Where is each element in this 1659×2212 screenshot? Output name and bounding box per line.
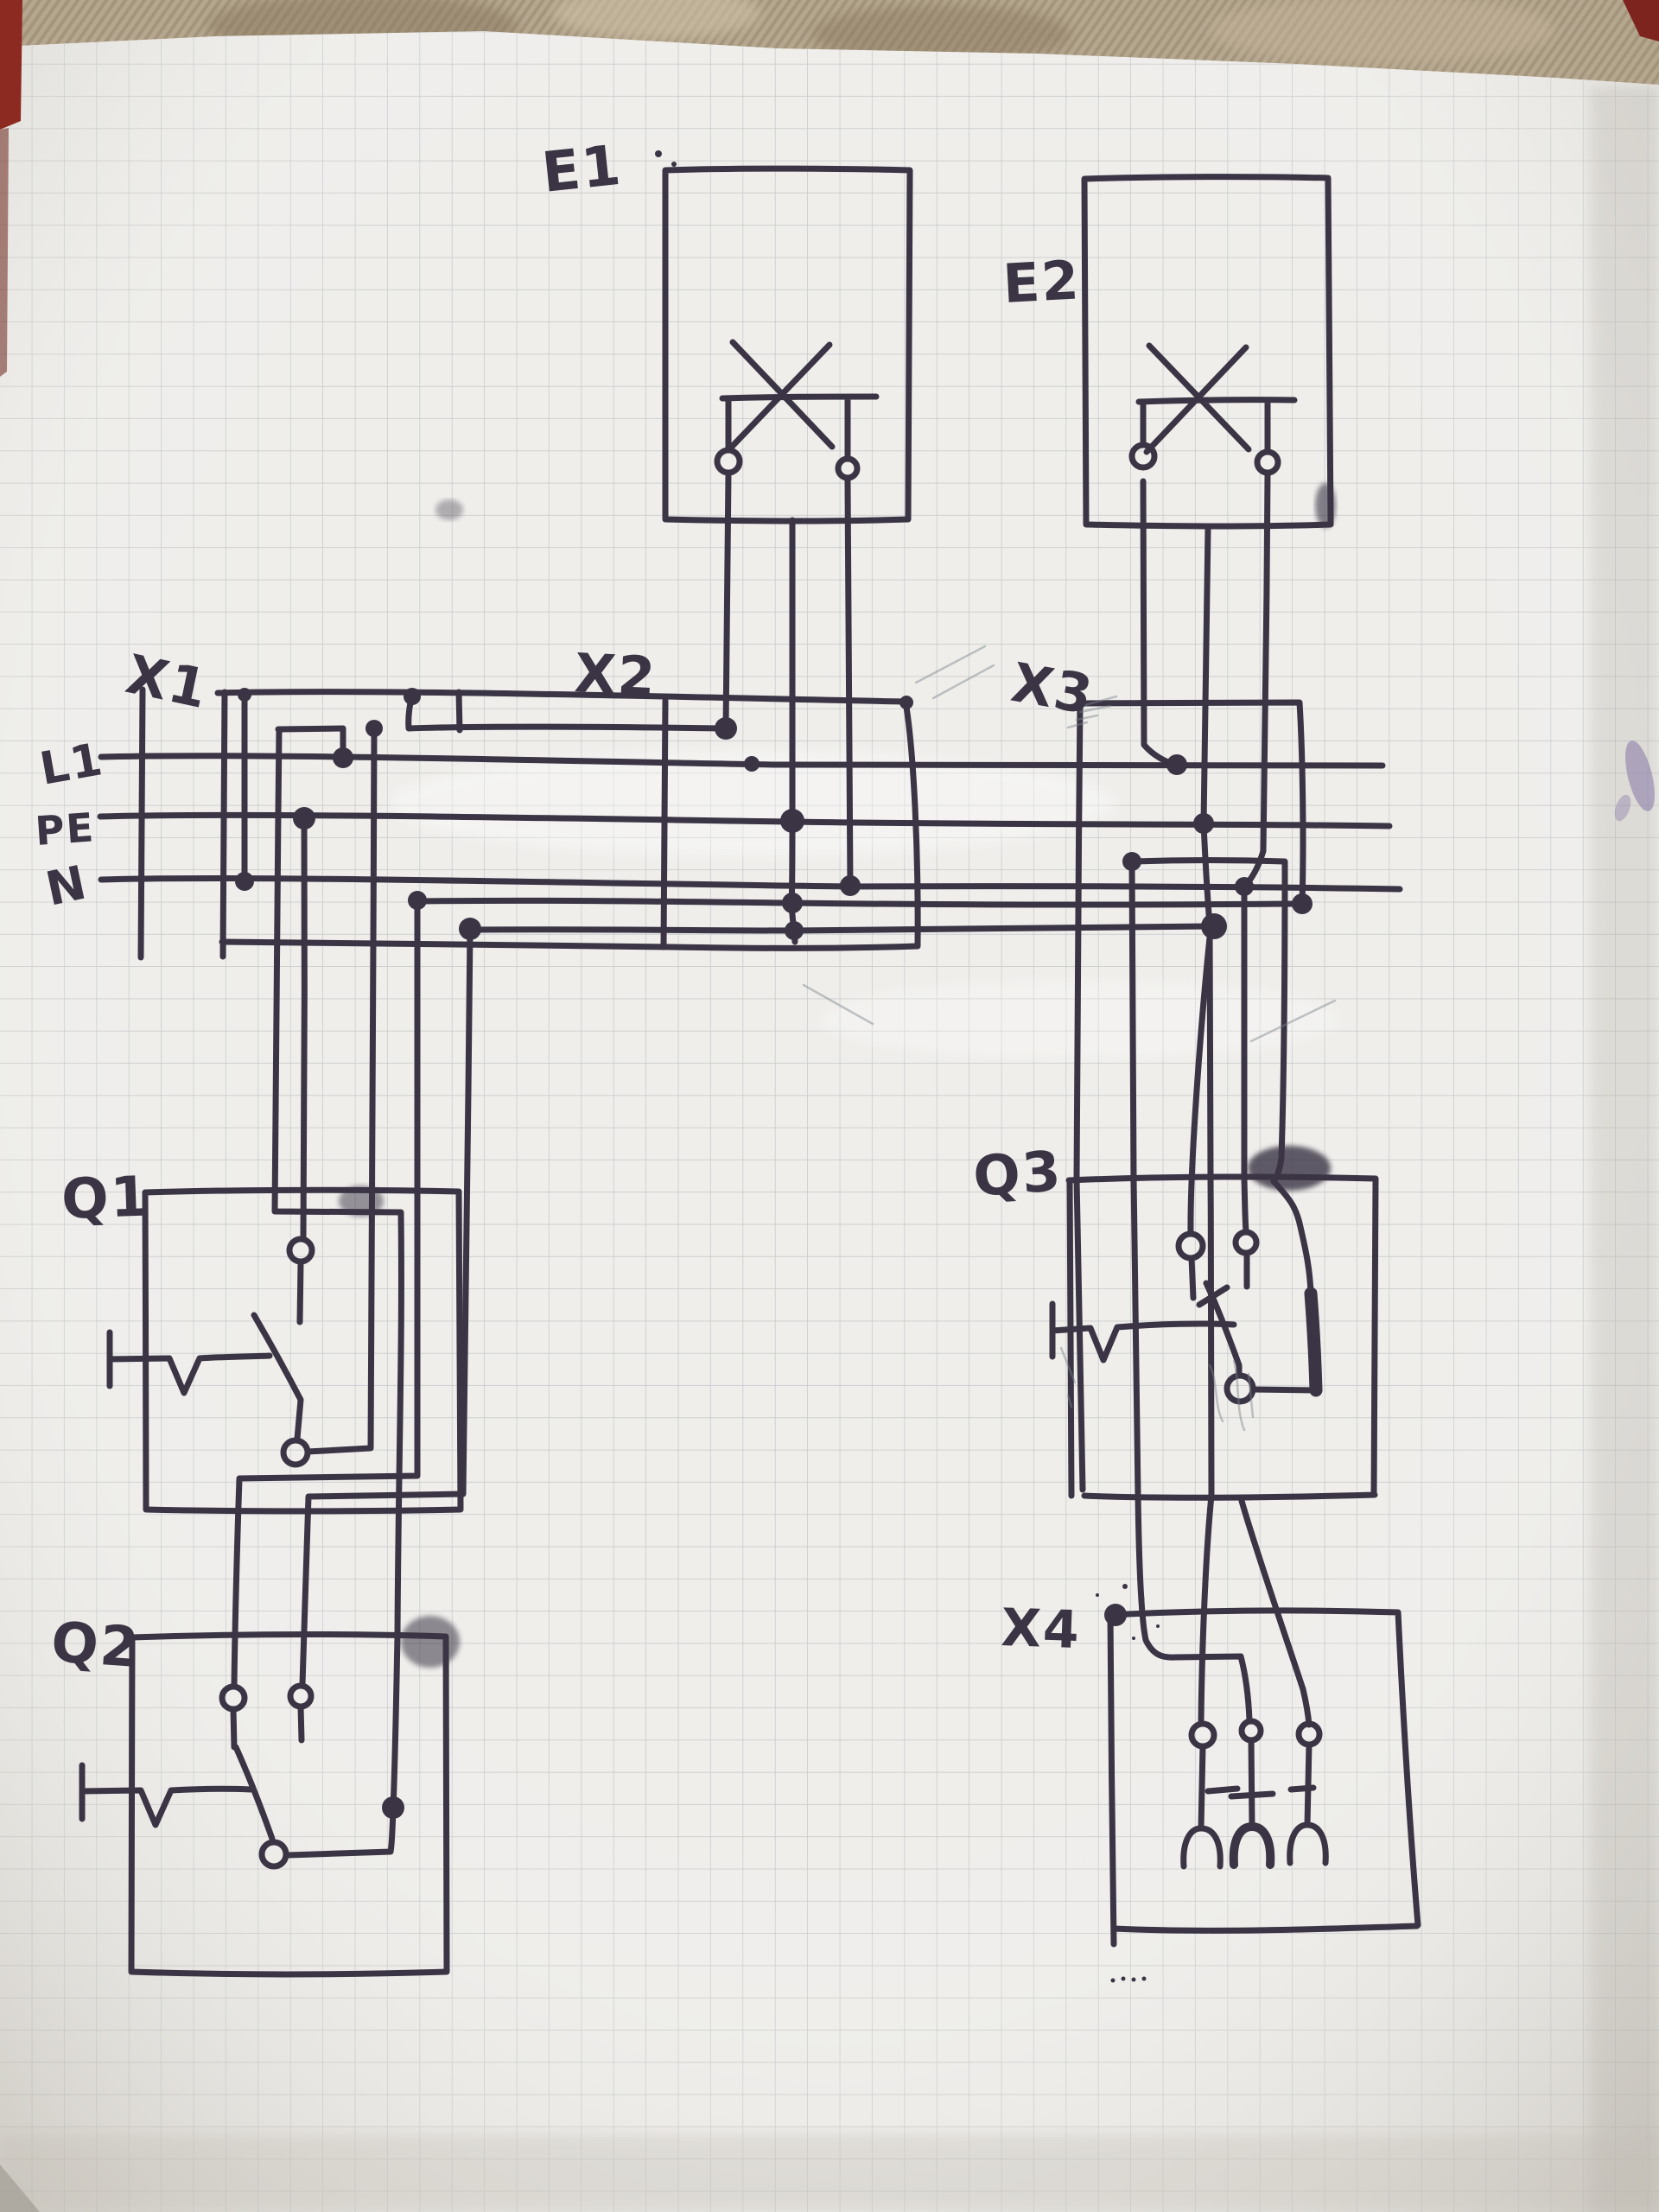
q2-lever [232,1744,276,1842]
socket-fork-left [1180,1825,1224,1870]
q2-actuator [79,1762,254,1828]
pencil-scratches [802,645,1337,1432]
wire-run-1045 [413,897,1304,908]
wire-e2-left [1140,478,1179,768]
chain-997-through-q3-to-x4mid [1128,858,1253,1724]
chain-e2mid-pe-through-q3-to-x4 [1198,525,1215,1726]
wire-e2-right-to-n [1241,470,1271,890]
q3-thick-riser [1304,1287,1323,1397]
x1-terminal-strip [137,686,463,961]
bus-l1 [98,753,1386,769]
label-q1: Q1 [60,1165,151,1232]
wire-top-bus [214,689,909,705]
wire-bridge-x1 [275,725,346,733]
label-x2: X2 [573,641,658,709]
label-q3: Q3 [971,1140,1065,1210]
junction-dots [235,688,1313,1819]
red-edge-top-right [1623,0,1659,41]
socket-fork-mid [1229,1822,1275,1869]
violet-smudge [1625,741,1655,811]
switch-box-q1 [106,1186,464,1515]
chain-1077-to-q2-right [299,926,474,1688]
chain-pe-to-q1-contact [300,815,308,1241]
q1-box [142,1186,464,1515]
chain-q3-left-contact-up [1187,925,1214,1237]
e1-box [662,165,913,524]
lamp-icon-e1 [719,339,880,461]
socket-box-x4 [1096,1584,1421,1983]
label-q2: Q2 [49,1611,143,1681]
label-x3: X3 [1007,651,1098,727]
wire-run-997 [1130,857,1288,865]
ink-drawing: E1 E2 X1 X2 X3 X4 Q1 Q2 Q3 L1 PE N [34,134,1421,1983]
red-edge-top-left [0,0,22,130]
pen-test-dots [1110,1976,1147,1983]
q1-lever [251,1312,304,1442]
label-bus-l1: L1 [36,734,108,796]
label-e1: E1 [539,134,625,206]
wire-top-bus-right [1079,699,1306,907]
label-bus-pe: PE [34,804,97,855]
lamp-box-e1 [662,165,913,524]
x4-box [1107,1607,1421,1948]
wire-e1-left [722,470,732,732]
lamp-icon-e2 [1135,342,1298,455]
ink-smudges [339,150,1336,1668]
chain-topbus-to-q3 [1073,700,1086,1493]
wire-to-x4-right [1238,1497,1313,1728]
q1-contact-stub [296,1259,304,1325]
chain-q1-loop-to-lampline [304,726,378,1455]
socket-fork-right [1287,1821,1329,1866]
q3-box [1065,1173,1379,1501]
q2-stubs [230,1703,305,1751]
label-x4: X4 [1000,1598,1081,1661]
label-e2: E2 [1001,248,1082,315]
q1-actuator [106,1329,273,1396]
q3-actuator [1049,1300,1237,1363]
socket-ticks [1205,1784,1317,1800]
q3-common-loop [1249,1178,1319,1394]
chain-1045-to-q2-left [231,898,421,1688]
switch-box-q3 [1049,1173,1379,1501]
ink-splatter [1096,1584,1160,1640]
wire-e1-mid [788,517,798,945]
chain-x2-drop [660,697,669,950]
q3-stubs [1188,1249,1250,1301]
q3-lever [1196,1280,1243,1379]
labels: E1 E2 X1 X2 X3 X4 Q1 Q2 Q3 L1 PE N [34,134,1099,1681]
socket-stems [1198,1737,1313,1832]
wire-e1-right [844,476,854,890]
corner-shadow [0,2164,40,2212]
chain-n-to-q3-contact [1241,884,1249,1234]
